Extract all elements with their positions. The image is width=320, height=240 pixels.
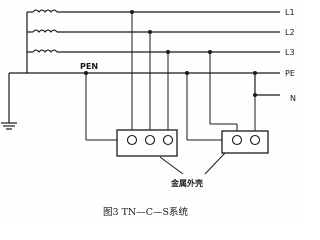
equipment-1-terminal-2 xyxy=(144,134,156,146)
label-n: N xyxy=(290,94,296,103)
tn-c-s-system-diagram: L1 L2 L3 PE N PEN 金属外壳 图3 TN—C—S系统 xyxy=(1,8,296,218)
label-pen: PEN xyxy=(80,62,98,71)
equipment-2-enclosure xyxy=(221,130,269,154)
pointer-enclosure-1 xyxy=(159,156,184,175)
equipment-2-terminal-1 xyxy=(231,134,243,146)
equipment-2-terminal-2 xyxy=(249,134,261,146)
pointer-enclosure-2 xyxy=(204,152,226,175)
figure-caption: 图3 TN—C—S系统 xyxy=(103,206,188,218)
label-l1: L1 xyxy=(285,8,295,17)
equipment-1-terminal-3 xyxy=(162,134,174,146)
diagram-background xyxy=(0,0,302,224)
transformer-coils xyxy=(9,9,58,74)
label-metal-enclosure: 金属外壳 xyxy=(170,178,203,188)
label-pe: PE xyxy=(285,69,295,78)
ground-icon xyxy=(1,73,17,130)
label-l2: L2 xyxy=(285,28,295,37)
label-l3: L3 xyxy=(285,48,295,57)
equipment-1-terminal-1 xyxy=(126,134,138,146)
pen-split-node xyxy=(253,71,257,75)
